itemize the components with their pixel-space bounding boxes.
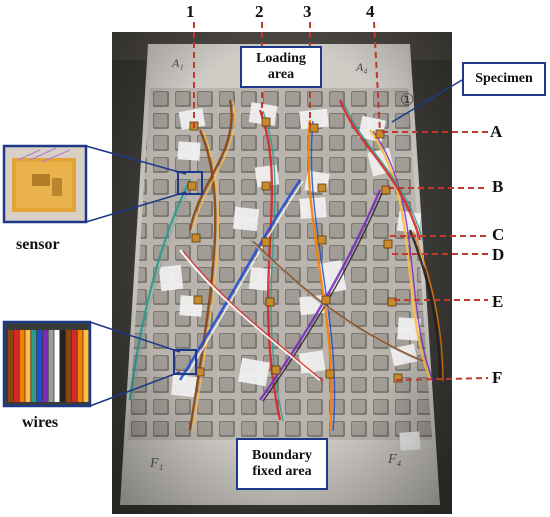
wires-inset <box>2 320 92 408</box>
wire-stripe <box>13 330 19 402</box>
corner-mark-f1: F₁ <box>150 456 164 471</box>
wire-stripe <box>19 330 25 402</box>
boundary-area-callout: Boundary fixed area <box>236 438 328 490</box>
wire-stripe <box>42 330 48 402</box>
row-label-D: D <box>492 245 505 264</box>
row-label-A: A <box>490 122 503 141</box>
wire-stripe <box>71 330 77 402</box>
wire-stripe <box>77 330 83 402</box>
wire-stripe <box>66 330 71 402</box>
boundary-area-line-2: fixed area <box>252 464 312 479</box>
row-label-B: B <box>492 177 504 196</box>
row-label-E: E <box>492 292 504 311</box>
dashed-leader <box>395 377 489 381</box>
corner-mark-a4: A₄ <box>356 60 368 74</box>
corner-mark-a1: A₁ <box>172 56 184 70</box>
specimen-label: Specimen <box>475 71 533 86</box>
boundary-area-line-1: Boundary <box>252 448 312 463</box>
column-label-1: 1 <box>186 2 195 21</box>
sensor-marker <box>177 171 203 195</box>
wire-stripe <box>48 330 54 402</box>
sensor-label: sensor <box>16 236 60 253</box>
sensor-inset <box>2 144 88 224</box>
loading-area-line-2: area <box>267 67 295 82</box>
column-label-3: 3 <box>303 2 312 21</box>
wire-stripe <box>25 330 31 402</box>
corner-mark-circle-1: ① <box>400 92 415 109</box>
row-label-C: C <box>492 225 505 244</box>
wire-stripe <box>37 330 42 402</box>
wire-stripe <box>83 330 89 402</box>
wire-stripe <box>8 330 13 402</box>
wires-label: wires <box>22 414 59 431</box>
loading-area-line-1: Loading <box>256 51 306 66</box>
wire-stripe <box>54 330 60 402</box>
wire-stripe <box>31 330 37 402</box>
loading-area-callout: Loading area <box>240 46 322 88</box>
column-label-4: 4 <box>366 2 375 21</box>
wire-marker <box>173 349 197 375</box>
dashed-leader <box>373 21 381 133</box>
callout-connectors <box>85 79 463 407</box>
specimen-callout: Specimen <box>462 62 546 96</box>
corner-mark-f4: F₄ <box>388 452 402 467</box>
row-label-F: F <box>492 368 503 387</box>
column-label-2: 2 <box>255 2 264 21</box>
wire-stripe <box>60 330 66 402</box>
